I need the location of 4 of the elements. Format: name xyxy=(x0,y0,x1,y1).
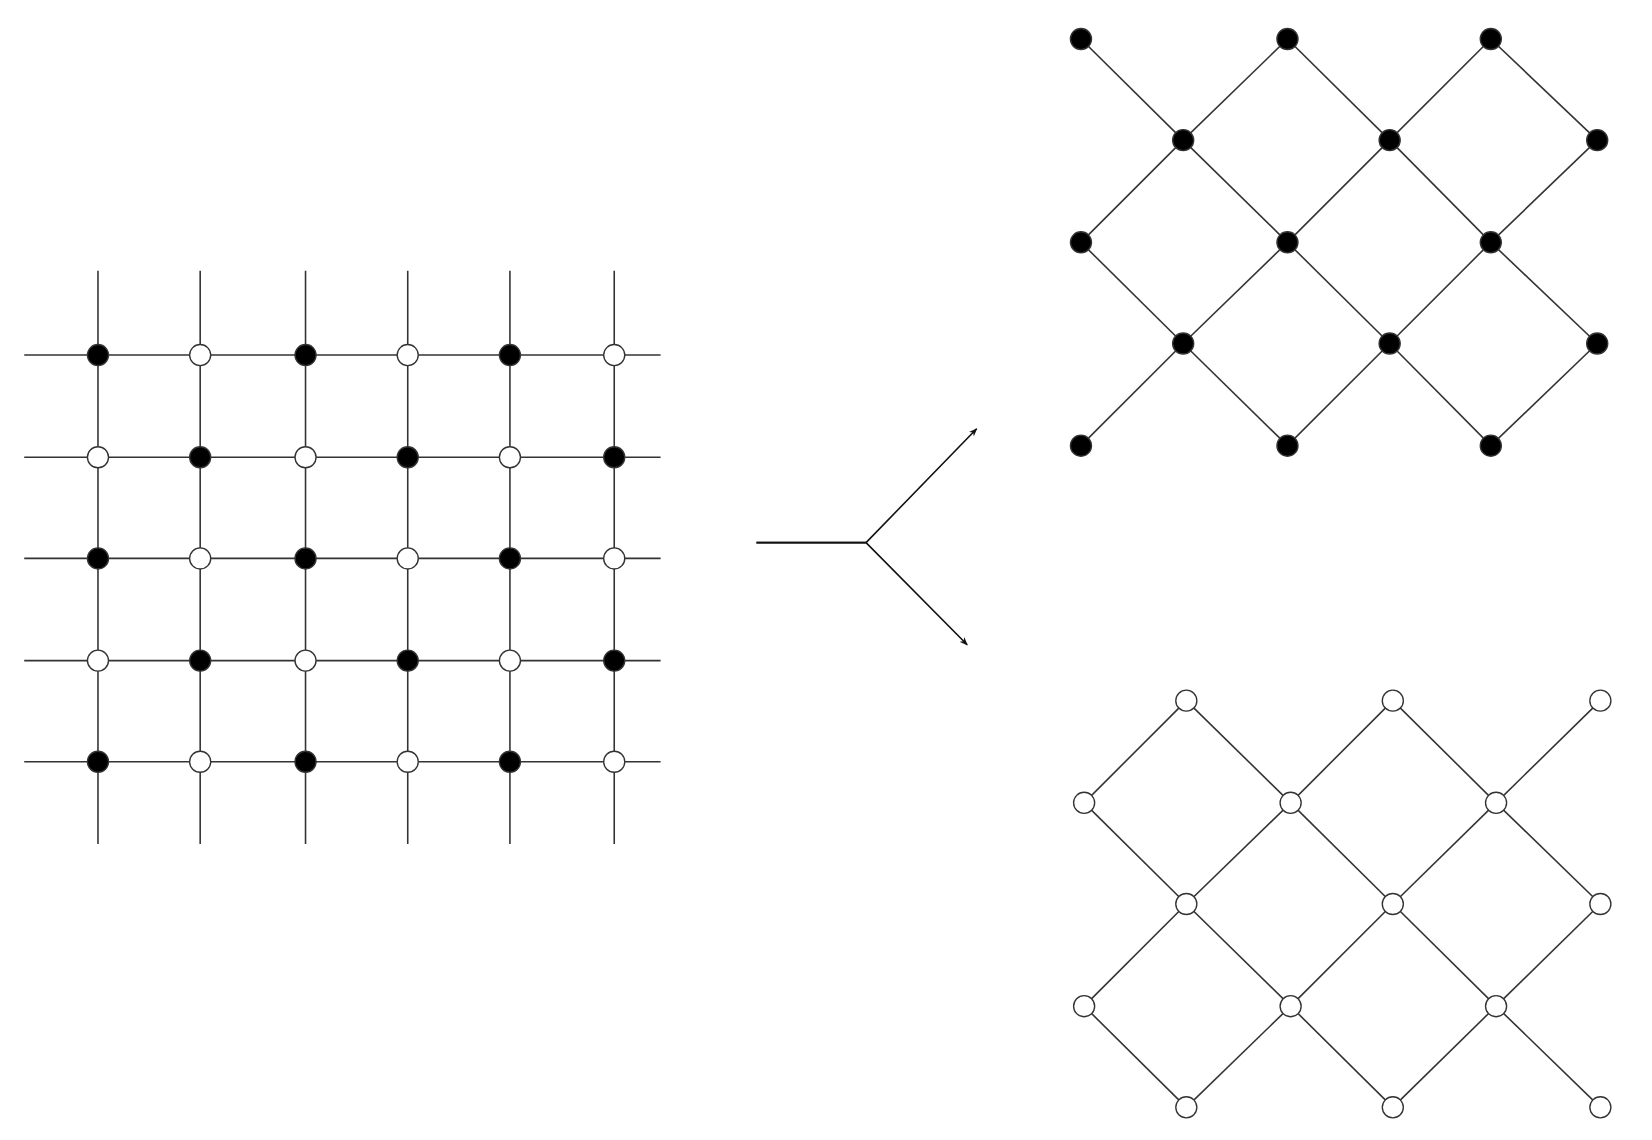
arrow xyxy=(755,541,968,646)
lattice-drawing xyxy=(1072,689,1612,1119)
lattice-drawing xyxy=(23,270,662,845)
lattice-drawing xyxy=(1069,27,1609,457)
